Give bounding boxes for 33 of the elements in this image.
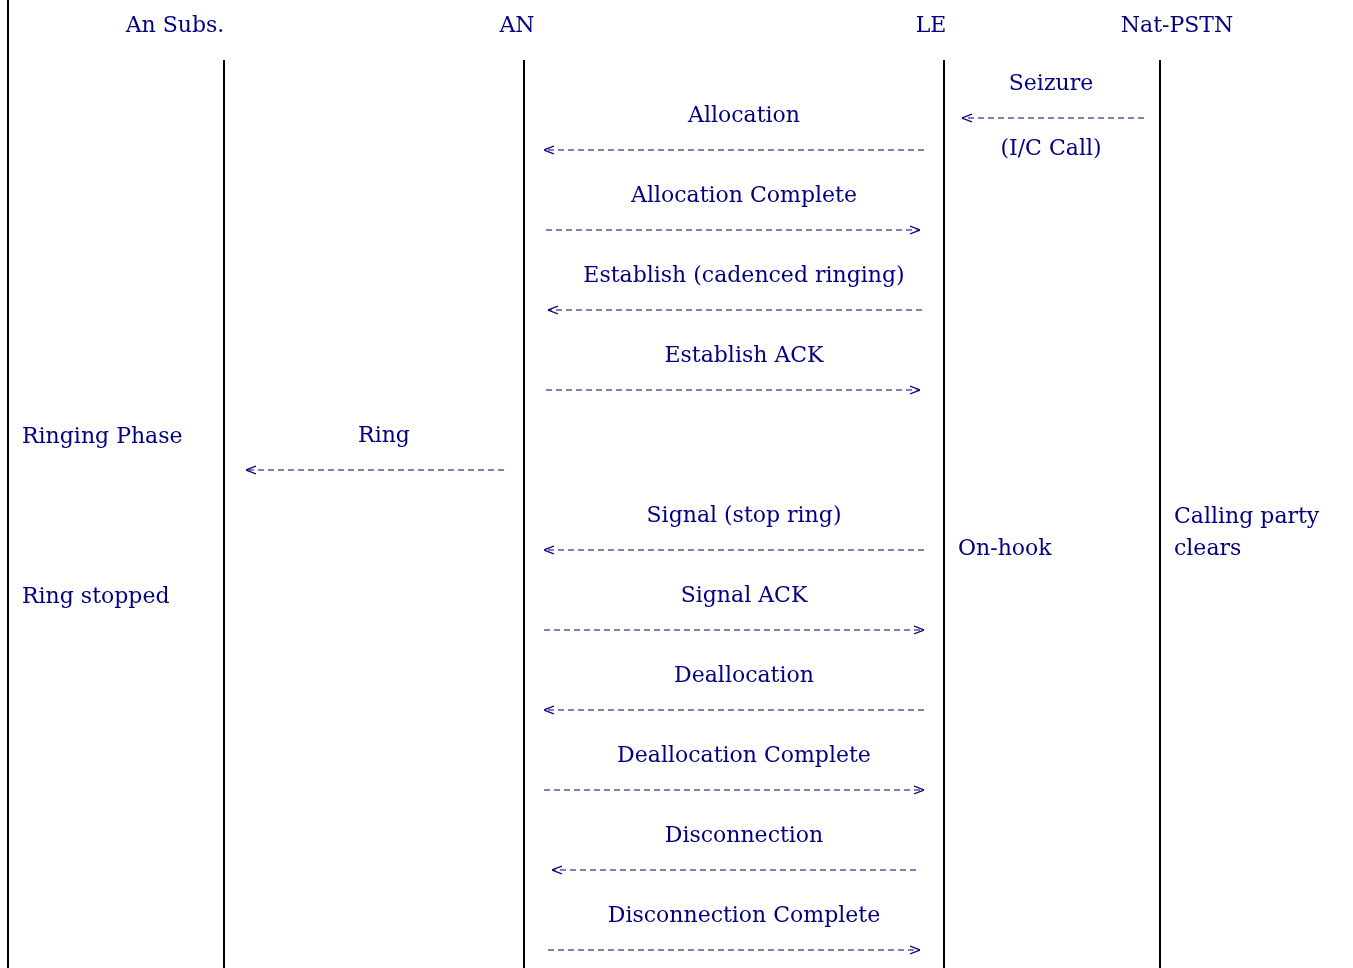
dashed-arrow bbox=[961, 113, 1145, 123]
dashed-arrow bbox=[547, 305, 923, 315]
edge-label: Disconnection bbox=[664, 822, 824, 847]
edge-label: Deallocation bbox=[674, 662, 814, 687]
edge-label: Disconnection Complete bbox=[607, 902, 881, 927]
dashed-arrow bbox=[543, 545, 925, 555]
edge-label: Deallocation Complete bbox=[617, 742, 871, 767]
dashed-arrow bbox=[245, 465, 505, 475]
edge-label: Allocation bbox=[688, 102, 800, 127]
dashed-arrow bbox=[551, 865, 917, 875]
note-text: Ring stopped bbox=[22, 582, 171, 610]
edge-label: Allocation Complete bbox=[631, 182, 857, 207]
dashed-arrow bbox=[543, 145, 925, 155]
note-text: Calling party clears bbox=[1174, 502, 1321, 562]
lifeline-header: AN bbox=[499, 12, 535, 37]
lifeline-header: LE bbox=[915, 12, 947, 37]
note-text: Ringing Phase bbox=[22, 422, 184, 450]
note-text: (I/C Call) bbox=[999, 134, 1103, 162]
edge-label: Signal (stop ring) bbox=[646, 502, 842, 527]
edge-label: Seizure bbox=[1008, 70, 1094, 95]
dashed-arrow bbox=[543, 625, 925, 635]
lifeline-header: An Subs. bbox=[125, 12, 225, 37]
dashed-arrow bbox=[543, 705, 925, 715]
edge-label: Establish (cadenced ringing) bbox=[583, 262, 905, 287]
dashed-arrow bbox=[545, 225, 921, 235]
dashed-arrow bbox=[543, 785, 925, 795]
edge-label: Signal ACK bbox=[680, 582, 808, 607]
dashed-arrow bbox=[547, 945, 921, 955]
lifeline-header: Nat-PSTN bbox=[1120, 12, 1234, 37]
dashed-arrow bbox=[545, 385, 921, 395]
edge-label: Establish ACK bbox=[664, 342, 824, 367]
edge-label: Ring bbox=[358, 422, 410, 447]
note-text: On-hook bbox=[958, 534, 1053, 562]
